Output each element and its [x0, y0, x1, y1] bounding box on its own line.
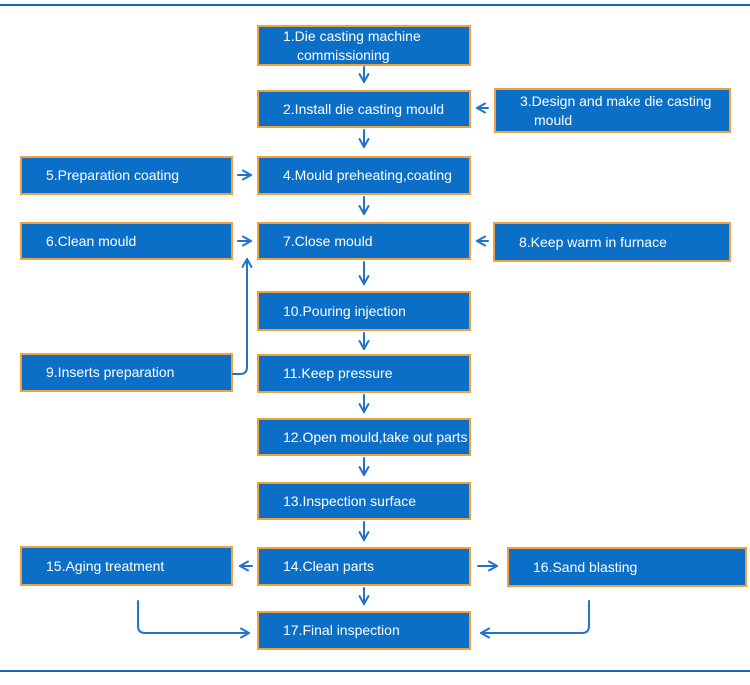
- step-label-4: 4.Mould preheating,coating: [283, 167, 452, 184]
- step-box-13: 13.Inspection surface: [257, 482, 471, 520]
- step-label-9: 9.Inserts preparation: [46, 364, 175, 381]
- arrow-16-to-17: [480, 600, 590, 639]
- step-label-8: 8.Keep warm in furnace: [519, 233, 667, 250]
- step-label-3: 3.Design and make die casting mould: [520, 93, 712, 128]
- step-box-10: 10.Pouring injection: [257, 291, 471, 331]
- step-box-11: 11.Keep pressure: [257, 354, 471, 393]
- step-box-3: 3.Design and make die casting mould: [494, 88, 731, 133]
- step-box-12: 12.Open mould,take out parts: [257, 418, 471, 456]
- step-label-11: 11.Keep pressure: [283, 365, 393, 382]
- arrow-15-to-17: [137, 600, 250, 639]
- step-box-9: 9.Inserts preparation: [20, 353, 233, 392]
- step-label-15: 15.Aging treatment: [46, 557, 165, 574]
- step-box-5: 5.Preparation coating: [20, 156, 233, 195]
- step-box-17: 17.Final inspection: [257, 611, 471, 650]
- step-label-6: 6.Clean mould: [46, 232, 137, 249]
- step-box-2: 2.Install die casting mould: [257, 90, 471, 128]
- step-label-13: 13.Inspection surface: [283, 492, 417, 509]
- step-label-5: 5.Preparation coating: [46, 167, 180, 184]
- step-label-16: 16.Sand blasting: [533, 558, 638, 575]
- step-label-1: 1.Die casting machine commissioning: [283, 28, 421, 63]
- step-box-6: 6.Clean mould: [20, 222, 233, 260]
- step-box-14: 14.Clean parts: [257, 547, 471, 586]
- step-label-14: 14.Clean parts: [283, 558, 375, 575]
- step-label-10: 10.Pouring injection: [283, 302, 406, 319]
- step-box-1: 1.Die casting machine commissioning: [257, 25, 471, 66]
- step-box-8: 8.Keep warm in furnace: [493, 222, 731, 262]
- step-box-15: 15.Aging treatment: [20, 546, 233, 586]
- step-box-4: 4.Mould preheating,coating: [257, 156, 471, 195]
- step-label-7: 7.Close mould: [283, 232, 373, 249]
- step-box-7: 7.Close mould: [257, 222, 471, 260]
- step-label-2: 2.Install die casting mould: [283, 100, 445, 117]
- step-box-16: 16.Sand blasting: [507, 547, 747, 587]
- arrow-9-to-7: [232, 258, 253, 375]
- step-label-17: 17.Final inspection: [283, 622, 400, 639]
- step-label-12: 12.Open mould,take out parts: [283, 428, 468, 445]
